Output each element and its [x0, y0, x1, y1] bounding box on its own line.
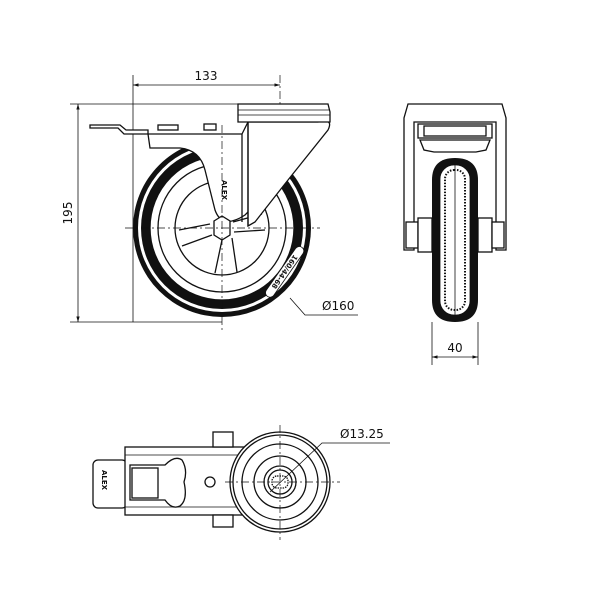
brake-bolt: [203, 123, 217, 131]
front-view: 40: [403, 103, 507, 365]
leader-line: [269, 442, 390, 493]
fork-brand: ALEX: [220, 180, 228, 201]
top-view: ALEX Ø13.25: [92, 425, 390, 540]
axle-nut-right: [491, 221, 505, 249]
fork-frame: [403, 103, 507, 251]
leader-line: [289, 297, 358, 316]
axle-nut-left: [405, 221, 419, 249]
dimension-wheel-width: 40: [447, 341, 462, 355]
dimension-offset: 133: [195, 69, 218, 83]
brake-bolt-top: [212, 431, 234, 448]
pedal-brand: ALEX: [100, 470, 108, 491]
brake-lever: [89, 124, 149, 135]
dimension-height: 195: [61, 202, 75, 225]
dimension-bolt-hole: Ø13.25: [340, 427, 384, 441]
top-plate: [237, 103, 331, 123]
dimension-wheel-diameter: Ø160: [322, 299, 354, 313]
rivet: [204, 476, 216, 488]
brake-pedal: [92, 459, 128, 509]
brake-bolt: [157, 124, 179, 131]
brake-bolt-bottom: [212, 514, 234, 528]
side-view: 133 195 160/44-68: [61, 69, 358, 330]
tire-marking-slot: [265, 246, 305, 298]
